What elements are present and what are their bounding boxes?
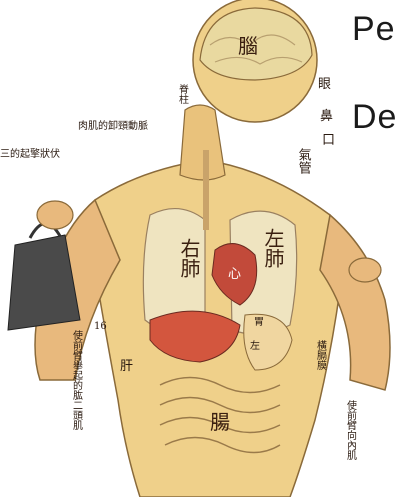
trachea-label: 氣管 [296,148,310,174]
fist [37,201,73,229]
left-lung-label: 左肺 [262,228,283,268]
brain-label: 腦 [238,36,258,57]
intercostal-label: 肉肌的卸頸動脈 [78,122,148,133]
left-forearm-label: 使前臂舉起的肱二頭肌 [70,330,81,430]
small-mark: 16 [94,322,107,333]
overlay-title-line1: Pe [352,12,396,46]
liver-label: 肝 [120,360,133,374]
mouth-label: 口 [322,134,335,148]
right-lung-label: 右肺 [178,238,199,278]
eye-label: 眼 [318,78,331,92]
overlay-title-line2: De [352,100,397,134]
left-arm-top-label: 三的起擎狀伏 [0,150,60,161]
intestine-label: 腸 [210,412,230,433]
nose-label: 鼻 [320,110,333,124]
fist-right [349,258,381,282]
spine-label: 脊柱 [176,84,187,104]
diaphragm-label: 橫膈膜 [314,340,325,370]
stomach-label: 胃 [254,318,264,329]
heart-label: 心 [228,268,241,282]
right-forearm-label: 使前臂向內肌 [344,400,355,460]
left-label: 左 [250,342,260,353]
